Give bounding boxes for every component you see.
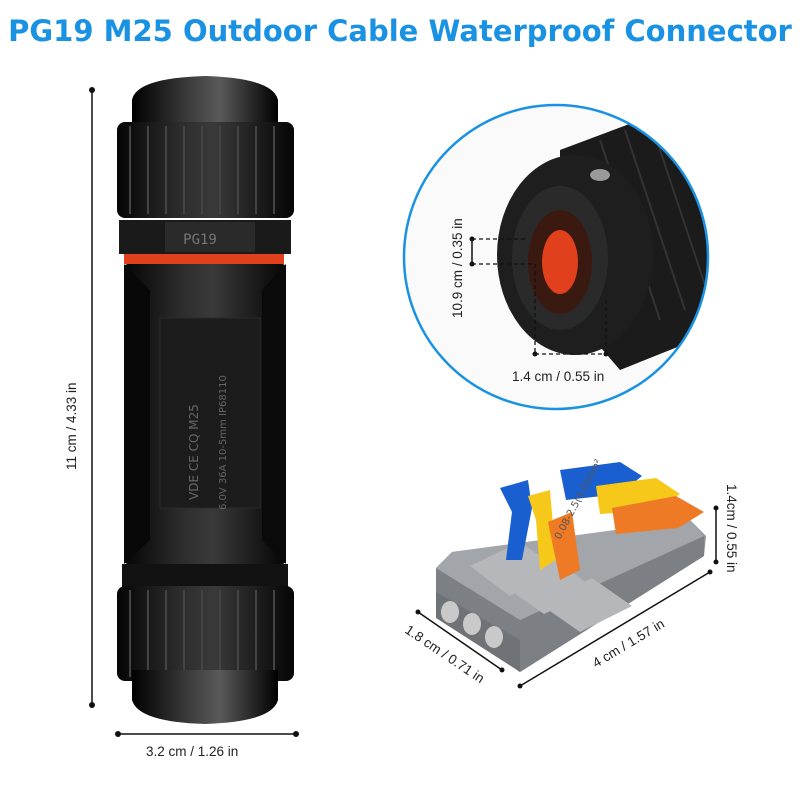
hole-diameter-label: 10.9 cm / 0.35 in (450, 218, 465, 318)
block-height-label: 1.4cm / 0.55 in (724, 484, 739, 573)
page-title: PG19 M25 Outdoor Cable Waterproof Connec… (8, 14, 792, 48)
block-length-label: 4 cm / 1.57 in (590, 616, 667, 671)
body-marking-1: VDE CE CQ M25 (187, 404, 201, 500)
waterproof-connector-image: PG19 VDE CE CQ M25 6.0V 36A 10-5mm IP681… (117, 76, 294, 724)
body-marking-2: 6.0V 36A 10-5mm IP68110 (218, 375, 229, 510)
zoom-detail-image (402, 103, 710, 411)
width-label: 3.2 cm / 1.26 in (146, 744, 239, 759)
hole-width-label: 1.4 cm / 0.55 in (512, 369, 605, 384)
height-label: 11 cm / 4.33 in (64, 382, 79, 470)
lever-terminal-block-image: 0.08-2.5(4.0)mm² (436, 458, 706, 672)
nut-marking: PG19 (183, 232, 217, 248)
